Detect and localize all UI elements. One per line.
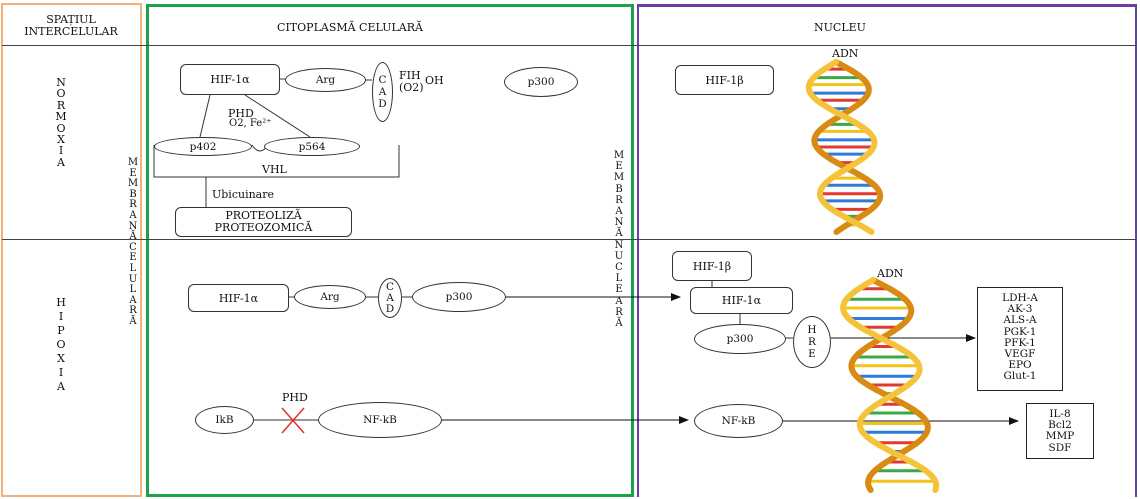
nfkb-ellipse-cytoplasm: NF-kB [318, 402, 442, 438]
arg-ellipse-hypoxia: Arg [294, 285, 366, 309]
arg-ellipse-normoxia: Arg [285, 68, 366, 92]
hif1a-box-nucleus: HIF-1α [690, 287, 793, 314]
hif1a-box-hypoxia: HIF-1α [188, 284, 289, 312]
hif1b-box-hypoxia: HIF-1β [672, 251, 752, 281]
hif1b-box-normoxia: HIF-1β [675, 65, 774, 95]
vhl-label: VHL [262, 163, 287, 176]
o2-label: (O2) [399, 81, 424, 94]
phd-label-hypoxia: PHD [282, 391, 308, 404]
p564-ellipse: p564 [264, 137, 360, 156]
phd-cofactors-label: O2, Fe²⁺ [229, 118, 272, 129]
ikb-ellipse: IkB [195, 406, 254, 434]
dna-label-normoxia: ADN [832, 47, 858, 60]
p300-ellipse-nucleus: p300 [694, 324, 786, 354]
dna-label-hypoxia: ADN [877, 267, 903, 280]
p300-ellipse-normoxia: p300 [504, 67, 578, 97]
hif1a-box-normoxia: HIF-1α [180, 64, 280, 95]
p402-ellipse: p402 [154, 137, 252, 156]
p300-ellipse-hypoxia: p300 [412, 282, 506, 312]
ubiquitination-label: Ubicuinare [212, 188, 274, 201]
oh-label: OH [425, 74, 444, 87]
nfkb-ellipse-nucleus: NF-kB [694, 404, 783, 438]
